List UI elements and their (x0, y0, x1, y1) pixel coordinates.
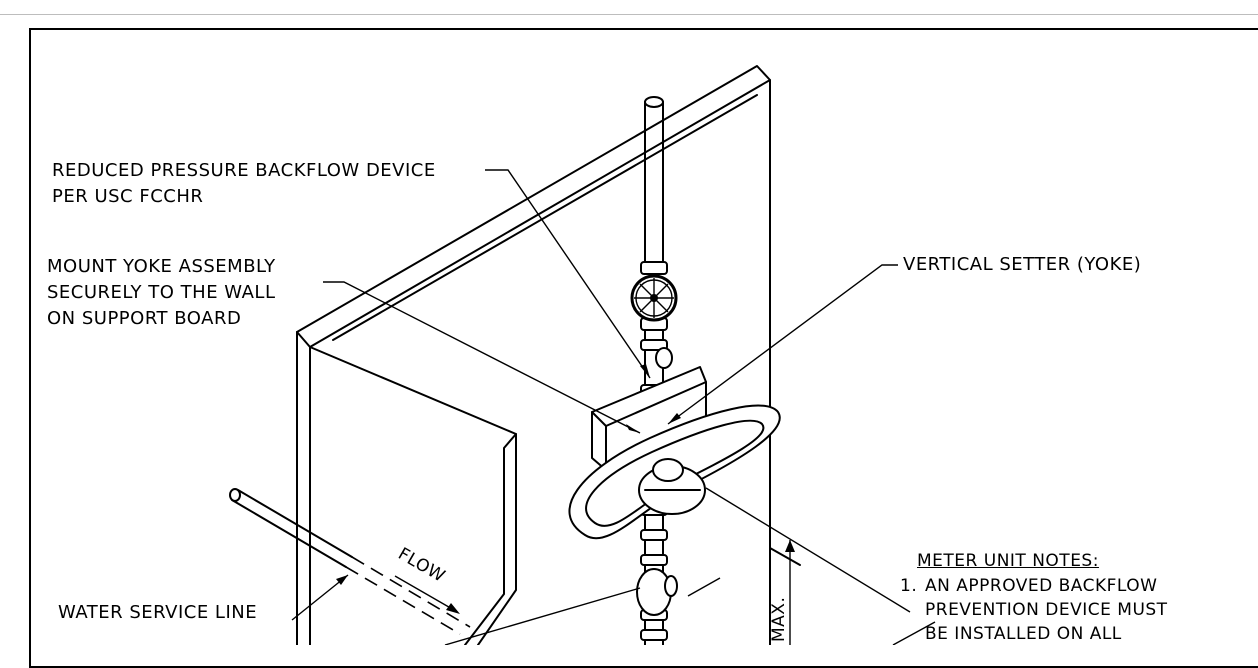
note-1-number: 1. (900, 576, 918, 596)
top-divider (0, 14, 1258, 15)
support-board (296, 65, 801, 645)
yoke-setter (568, 404, 781, 540)
note-1-line2: PREVENTION DEVICE MUST (925, 600, 1168, 620)
lower-valve (636, 568, 678, 616)
dimension-max-label: MAX. (769, 597, 789, 642)
flow-arrow (394, 575, 460, 614)
mount-yoke-label-line1: MOUNT YOKE ASSEMBLY (47, 256, 276, 277)
water-service-pipe (229, 488, 471, 635)
backflow-device-label-line1: REDUCED PRESSURE BACKFLOW DEVICE (52, 160, 436, 181)
note-1-line3: BE INSTALLED ON ALL (925, 624, 1122, 644)
water-service-line-label: WATER SERVICE LINE (58, 602, 258, 623)
meter-unit-notes-heading: METER UNIT NOTES: (917, 551, 1099, 571)
mount-yoke-label-line3: ON SUPPORT BOARD (47, 308, 242, 329)
backflow-device-label-line2: PER USC FCCHR (52, 186, 204, 207)
note-1-line1: AN APPROVED BACKFLOW (925, 576, 1158, 596)
leader-lines (291, 169, 936, 645)
dimension-line (785, 540, 795, 645)
mount-yoke-label-line2: SECURELY TO THE WALL (47, 282, 276, 303)
vertical-setter-label: VERTICAL SETTER (YOKE) (903, 254, 1142, 275)
installation-drawing: FLOW MAX. (229, 65, 936, 645)
gate-valve-handwheel (630, 274, 678, 322)
